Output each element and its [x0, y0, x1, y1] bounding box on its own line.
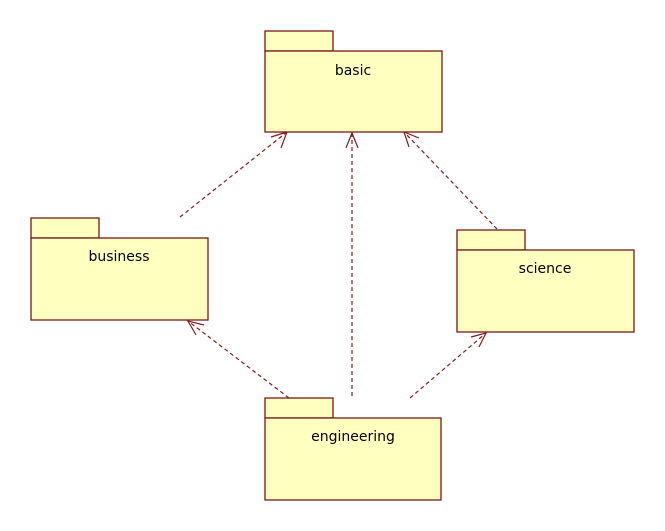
package-tab: [456, 229, 526, 251]
package-body: [264, 417, 442, 501]
dependency-engineering-to-basic: [345, 131, 359, 396]
dependency-engineering-to-business: [186, 320, 290, 399]
package-body: [456, 249, 635, 333]
dependency-science-to-basic: [403, 130, 498, 230]
package-tab: [264, 30, 334, 52]
package-label-engineering: engineering: [311, 429, 395, 445]
package-label-basic: basic: [335, 63, 371, 79]
package-tab: [264, 397, 334, 419]
dependency-business-to-basic: [179, 131, 288, 218]
dependency-engineering-to-science: [409, 332, 488, 399]
package-business[interactable]: business: [30, 217, 209, 321]
package-label-science: science: [519, 261, 572, 277]
package-basic[interactable]: basic: [264, 30, 443, 133]
package-science[interactable]: science: [456, 229, 635, 333]
package-label-business: business: [88, 249, 149, 265]
package-body: [30, 237, 209, 321]
package-engineering[interactable]: engineering: [264, 397, 442, 501]
package-body: [264, 50, 443, 133]
package-tab: [30, 217, 100, 239]
